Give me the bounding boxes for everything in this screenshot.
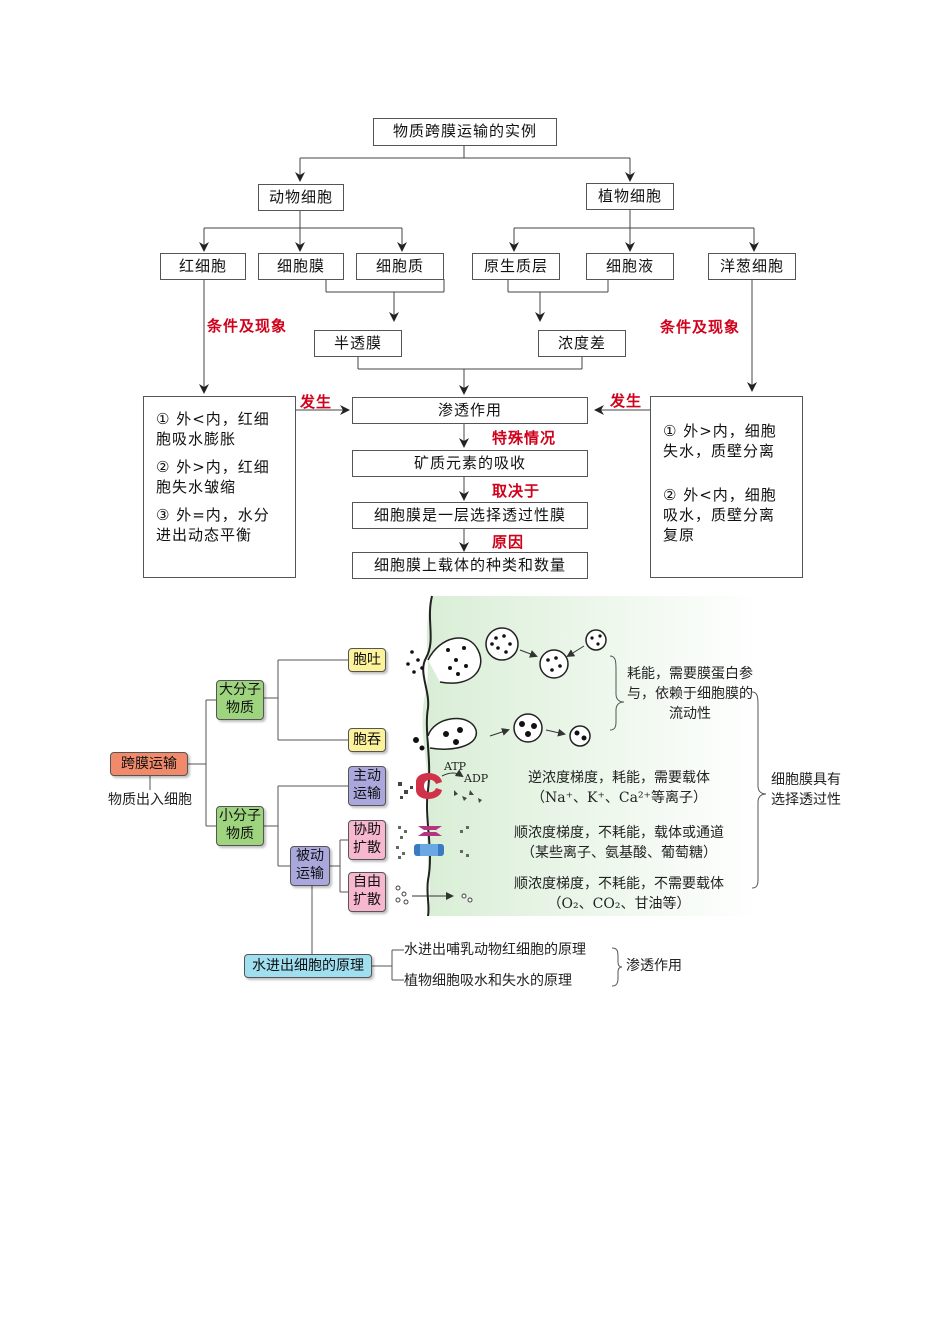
rbc-item-2: ② 外>内，红细胞失水皱缩 (156, 458, 270, 496)
active-note-2: （Na⁺、K⁺、Ca²⁺等离子） (531, 790, 707, 806)
exocytosis-box: 胞吐 (348, 648, 386, 672)
transmembrane-box: 跨膜运输 (110, 752, 188, 776)
reason-label: 原因 (492, 533, 525, 551)
conc-diff-box: 浓度差 (538, 330, 626, 357)
free-diffusion-box: 自由扩散 (348, 872, 386, 912)
rbc-item-1: ① 外<内，红细胞吸水膨胀 (156, 410, 270, 448)
facilitated-note-2: （某些离子、氨基酸、葡萄糖） (521, 845, 717, 861)
occurs-label-left: 发生 (300, 393, 333, 411)
mineral-box: 矿质元素的吸收 (352, 450, 588, 477)
atp-label: ATP (443, 760, 467, 773)
condition-label-left: 条件及现象 (207, 317, 288, 335)
cytoplasm-box: 细胞质 (356, 253, 444, 280)
cell-membrane-box: 细胞膜 (258, 253, 344, 280)
macromolecule-box: 大分子物质 (216, 680, 264, 720)
rbc-phenomena-box: ① 外<内，红细胞吸水膨胀 ② 外>内，红细胞失水皱缩 ③ 外=内，水分进出动态… (143, 396, 296, 578)
occurs-label-right: 发生 (610, 392, 643, 410)
active-note-1: 逆浓度梯度，耗能，需要载体 (528, 770, 710, 786)
bulk-transport-note: 耗能，需要膜蛋白参与，依赖于细胞膜的流动性 (627, 666, 753, 722)
free-note-2: （O₂、CO₂、甘油等） (547, 896, 691, 912)
selective-box: 细胞膜是一层选择透过性膜 (352, 502, 588, 529)
osmosis-note: 渗透作用 (626, 958, 682, 974)
osmosis-box: 渗透作用 (352, 397, 588, 424)
water-note-2: 植物细胞吸水和失水的原理 (404, 973, 572, 989)
small-molecule-box: 小分子物质 (216, 806, 264, 846)
condition-label-right: 条件及现象 (660, 318, 741, 336)
onion-cell-box: 洋葱细胞 (708, 253, 796, 280)
protoplast-layer-box: 原生质层 (472, 253, 560, 280)
selective-permeability-note: 细胞膜具有选择透过性 (771, 772, 841, 808)
transmembrane-subtitle: 物质出入细胞 (108, 792, 192, 808)
rbc-box: 红细胞 (160, 253, 246, 280)
passive-transport-box: 被动运输 (290, 846, 330, 886)
onion-phenomena-box: ① 外>内，细胞失水，质壁分离 ② 外<内，细胞吸水，质壁分离复原 (650, 396, 803, 578)
adp-label: ADP (463, 772, 489, 785)
root-box: 物质跨膜运输的实例 (373, 118, 557, 146)
plant-cell-box: 植物细胞 (586, 183, 674, 210)
facilitated-note-1: 顺浓度梯度，不耗能，载体或通道 (514, 825, 724, 841)
rbc-item-3: ③ 外=内，水分进出动态平衡 (156, 506, 270, 544)
facilitated-diffusion-box: 协助扩散 (348, 820, 386, 860)
cell-sap-box: 细胞液 (586, 253, 674, 280)
water-principle-box: 水进出细胞的原理 (244, 954, 372, 978)
active-transport-box: 主动运输 (348, 766, 386, 806)
onion-item-1: ① 外>内，细胞失水，质壁分离 (663, 422, 777, 460)
animal-cell-box: 动物细胞 (258, 184, 344, 211)
free-note-1: 顺浓度梯度，不耗能，不需要载体 (514, 876, 724, 892)
carrier-box: 细胞膜上载体的种类和数量 (352, 552, 588, 579)
onion-item-2: ② 外<内，细胞吸水，质壁分离复原 (663, 486, 777, 544)
water-note-1: 水进出哺乳动物红细胞的原理 (404, 942, 586, 958)
special-label: 特殊情况 (492, 429, 557, 447)
endocytosis-box: 胞吞 (348, 728, 386, 752)
semi-permeable-box: 半透膜 (314, 330, 402, 357)
depends-label: 取决于 (492, 482, 541, 500)
